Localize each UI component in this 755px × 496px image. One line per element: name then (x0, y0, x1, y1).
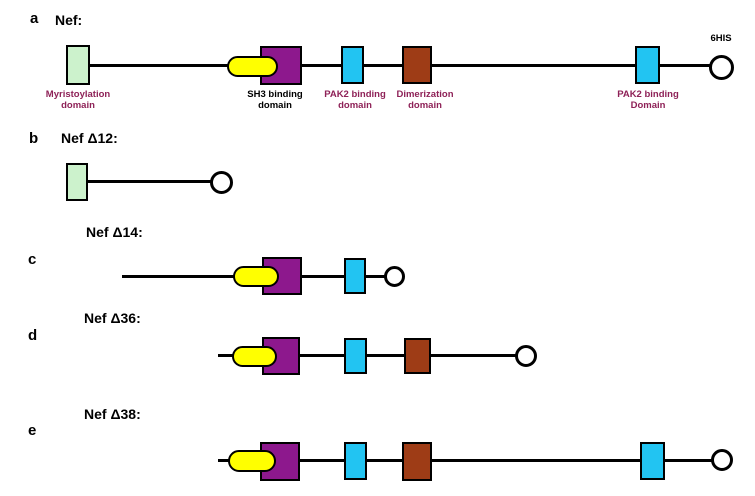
panel-a-pak2-binding-box-1 (341, 46, 364, 84)
panel-d-dimerization-box (404, 338, 431, 374)
panel-a-dimerization-box (402, 46, 432, 84)
panel-b-letter: b (29, 130, 39, 147)
panel-c-terminal-circle (384, 266, 405, 287)
panel-d-sh3-oval (232, 346, 277, 367)
panel-e-pak2-binding-box-2 (640, 442, 665, 480)
panel-a-title: Nef: (55, 12, 83, 28)
panel-b-myristoylation-box (66, 163, 88, 201)
his-tag-label: 6HIS (710, 33, 732, 44)
myristoylation-domain-label: Myristoylation domain (45, 89, 111, 111)
panel-b-title: Nef Δ12: (61, 130, 118, 146)
panel-e-title: Nef Δ38: (84, 406, 141, 422)
panel-c-sh3-oval (233, 266, 279, 287)
panel-a-pak2-binding-box-2 (635, 46, 660, 84)
panel-d-title: Nef Δ36: (84, 310, 141, 326)
panel-c-title: Nef Δ14: (86, 224, 143, 240)
panel-d-backbone-line (218, 354, 518, 357)
panel-e-dimerization-box (402, 442, 432, 481)
panel-d-sh3-binding-box (262, 337, 300, 375)
pak2-binding-domain-label-2: PAK2 binding Domain (617, 89, 679, 111)
panel-e-terminal-circle (711, 449, 733, 471)
dimerization-domain-label: Dimerization domain (396, 89, 454, 111)
pak2-binding-domain-label-1: PAK2 binding domain (324, 89, 386, 111)
panel-d-letter: d (28, 327, 38, 344)
panel-b-terminal-circle (210, 171, 233, 194)
panel-e-backbone-line (218, 459, 715, 462)
panel-a-myristoylation-box (66, 45, 90, 85)
panel-c-letter: c (28, 251, 37, 268)
panel-e-letter: e (28, 422, 37, 439)
panel-e-sh3-oval (228, 450, 276, 472)
panel-a-letter: a (30, 10, 39, 27)
panel-a-sh3-oval (227, 56, 278, 77)
panel-a-backbone-line (88, 64, 711, 67)
panel-d-pak2-binding-box (344, 338, 367, 374)
panel-c-pak2-binding-box (344, 258, 366, 294)
sh3-binding-domain-label: SH3 binding domain (247, 89, 303, 111)
panel-a-his-circle (709, 55, 734, 80)
panel-d-terminal-circle (515, 345, 537, 367)
panel-e-pak2-binding-box-1 (344, 442, 367, 480)
panel-b-backbone-line (87, 180, 215, 183)
